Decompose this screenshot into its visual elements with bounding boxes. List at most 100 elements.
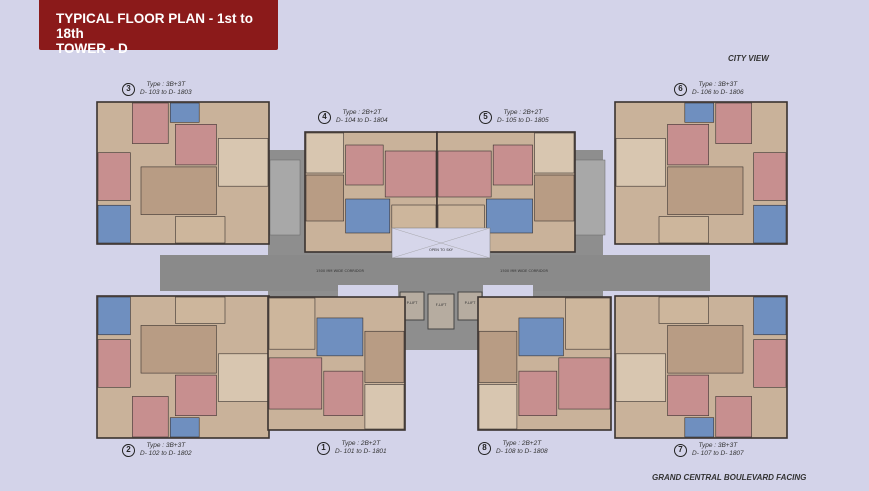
balcony-room xyxy=(364,384,405,430)
staircase-right xyxy=(574,159,606,236)
kitchen-room xyxy=(565,297,611,350)
corridor-label-right: 1500 MM WIDE CORRIDOR xyxy=(500,269,548,273)
unit-type: Type : 2B+2T xyxy=(342,109,382,116)
unit-number-badge: 8 xyxy=(478,441,491,455)
bedroom-room xyxy=(492,144,533,186)
apartment-unit-6 xyxy=(614,101,788,245)
bedroom-room xyxy=(175,124,217,166)
kitchen-room xyxy=(658,216,709,244)
toilet-room xyxy=(684,417,715,438)
bedroom-room xyxy=(753,152,787,201)
lift-label-1: P-LIFT xyxy=(407,301,418,305)
living-room xyxy=(534,174,575,222)
toilet-room xyxy=(753,204,787,244)
kitchen-room xyxy=(175,216,226,244)
unit-type: Type : 3B+3T xyxy=(698,442,738,449)
living-room xyxy=(667,325,744,374)
balcony-room xyxy=(615,353,666,402)
balcony-room xyxy=(218,138,269,187)
unit-type: Type : 3B+3T xyxy=(146,81,186,88)
living-room xyxy=(478,330,518,383)
title-line-2: TOWER - D xyxy=(56,41,128,56)
bedroom-room xyxy=(384,150,437,198)
bedroom-room xyxy=(175,374,217,417)
kitchen-room xyxy=(658,296,709,324)
unit-range: D- 106 to D- 1806 xyxy=(692,89,744,96)
city-view-label: CITY VIEW xyxy=(728,54,769,63)
apartment-unit-8 xyxy=(477,296,612,431)
unit-number-badge: 6 xyxy=(674,82,687,96)
bedroom-room xyxy=(97,339,131,388)
bedroom-room xyxy=(268,357,323,410)
bedroom-room xyxy=(667,374,709,417)
balcony-room xyxy=(534,132,575,174)
unit-type: Type : 2B+2T xyxy=(502,440,542,447)
toilet-room xyxy=(753,296,787,336)
unit-range: D- 104 to D- 1804 xyxy=(336,117,388,124)
kitchen-room xyxy=(175,296,226,324)
toilet-room xyxy=(518,317,564,357)
toilet-room xyxy=(345,198,391,234)
lift-2 xyxy=(427,293,455,330)
title-line-1: TYPICAL FLOOR PLAN - 1st to 18th xyxy=(56,11,254,41)
bedroom-room xyxy=(667,124,709,166)
void-cross-line xyxy=(391,227,491,259)
unit-range: D- 105 to D- 1805 xyxy=(497,117,549,124)
open-to-sky-label: OPEN TO SKY xyxy=(429,248,454,252)
living-room xyxy=(667,166,744,215)
unit-range: D- 102 to D- 1802 xyxy=(140,450,192,457)
unit-number-badge: 2 xyxy=(122,443,135,457)
bedroom-room xyxy=(323,370,364,416)
toilet-room xyxy=(97,204,131,244)
toilet-room xyxy=(485,198,533,234)
apartment-unit-2 xyxy=(96,295,270,439)
boulevard-facing-label: GRAND CENTRAL BOULEVARD FACING xyxy=(652,473,807,482)
unit-range: D- 107 to D- 1807 xyxy=(692,450,744,457)
unit-number-badge: 4 xyxy=(318,110,331,124)
balcony-room xyxy=(218,353,269,402)
apartment-unit-7 xyxy=(614,295,788,439)
living-room xyxy=(364,330,405,383)
living-room xyxy=(305,174,344,222)
unit-type: Type : 2B+2T xyxy=(503,109,543,116)
unit-number-badge: 1 xyxy=(317,441,330,455)
unit-range: D- 101 to D- 1801 xyxy=(335,448,387,455)
toilet-room xyxy=(169,417,200,438)
lift-label-2: F-LIFT xyxy=(436,303,447,307)
bedroom-room xyxy=(132,396,169,438)
title-banner: TYPICAL FLOOR PLAN - 1st to 18th TOWER -… xyxy=(39,0,278,56)
living-room xyxy=(140,166,217,215)
toilet-room xyxy=(684,102,715,123)
lift-label-3: P-LIFT xyxy=(465,301,476,305)
bedroom-room xyxy=(715,102,752,144)
toilet-room xyxy=(97,296,131,336)
open-to-sky: OPEN TO SKY xyxy=(391,227,491,259)
balcony-room xyxy=(478,384,518,430)
unit-type: Type : 2B+2T xyxy=(341,440,381,447)
unit-number-badge: 7 xyxy=(674,443,687,457)
balcony-room xyxy=(615,138,666,187)
living-room xyxy=(140,325,217,374)
bedroom-room xyxy=(345,144,384,186)
kitchen-room xyxy=(268,297,316,350)
unit-range: D- 108 to D- 1808 xyxy=(496,448,548,455)
apartment-unit-3 xyxy=(96,101,270,245)
apartment-unit-1 xyxy=(267,296,406,431)
unit-number-badge: 3 xyxy=(122,82,135,96)
unit-type: Type : 3B+3T xyxy=(146,442,186,449)
toilet-room xyxy=(169,102,200,123)
staircase-left xyxy=(269,159,301,236)
bedroom-room xyxy=(97,152,131,201)
unit-type: Type : 3B+3T xyxy=(698,81,738,88)
bedroom-room xyxy=(753,339,787,388)
unit-number-badge: 5 xyxy=(479,110,492,124)
